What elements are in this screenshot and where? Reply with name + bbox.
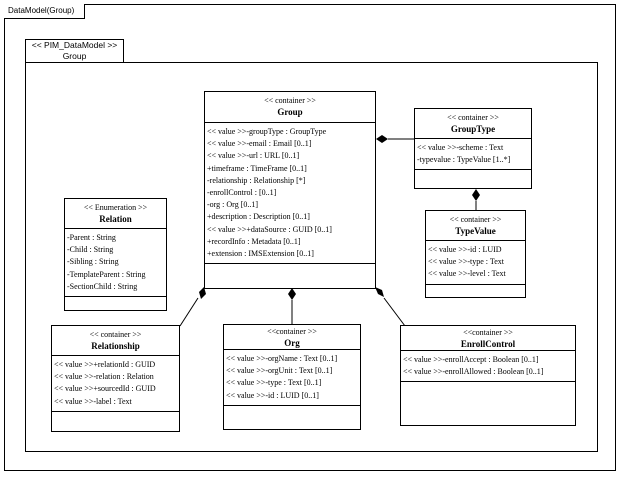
attribute: << value >>-orgUnit : Text [0..1] — [226, 366, 333, 376]
attribute: << value >>-enrollAllowed : Boolean [0..… — [403, 367, 544, 377]
attribute: << value >>-label : Text — [54, 396, 132, 406]
attribute: << value >>-type : Text — [428, 257, 504, 267]
attribute: -TemplateParent : String — [67, 269, 146, 279]
diagram-frame — [4, 4, 616, 471]
class-relationship-header: << container >> Relationship — [52, 326, 179, 356]
assoc-group-relationship — [179, 297, 199, 327]
attribute: -Child : String — [67, 245, 114, 255]
class-enrollcontrol-name: EnrollControl — [460, 339, 516, 349]
diamond-group-grouptype — [376, 135, 388, 143]
class-group-stereotype: << container >> — [264, 96, 316, 105]
attribute: +description : Description [0..1] — [207, 212, 310, 222]
class-relation-stereotype: << Enumeration >> — [83, 203, 148, 212]
attribute: -Parent : String — [67, 233, 116, 242]
class-grouptype-stereotype: << container >> — [447, 113, 499, 122]
class-relation[interactable]: << Enumeration >> Relation -Parent : Str… — [64, 198, 167, 311]
diagram-frame-title: DataModel(Group) — [4, 4, 86, 19]
class-enrollcontrol-attributes: << value >>-enrollAccept : Boolean [0..1… — [401, 351, 575, 383]
attribute: << value >>-scheme : Text — [417, 143, 504, 152]
attribute: -SectionChild : String — [67, 281, 138, 291]
class-typevalue-header: << container >> TypeValue — [426, 211, 525, 241]
class-group-attributes: << value >>-groupType : GroupType << val… — [205, 123, 375, 265]
class-grouptype-name: GroupType — [450, 124, 496, 134]
class-org-name: Org — [284, 338, 300, 348]
class-group[interactable]: << container >> Group << value >>-groupT… — [204, 91, 376, 289]
package-name: Group — [62, 51, 87, 61]
attribute: << value >>-id : LUID — [428, 245, 502, 254]
attribute: -Sibling : String — [67, 257, 119, 267]
class-relationship-name: Relationship — [91, 341, 140, 351]
attribute: << value >>-type : Text [0..1] — [226, 378, 322, 388]
class-org[interactable]: <<container >> Org << value >>-orgName :… — [223, 324, 361, 430]
package-tab[interactable]: << PIM_DataModel >> Group — [25, 39, 124, 63]
class-relationship-stereotype: << container >> — [89, 330, 142, 339]
class-relationship-attributes: << value >>+relationId : GUID << value >… — [52, 356, 179, 412]
class-enrollcontrol[interactable]: <<container >> EnrollControl << value >>… — [400, 325, 576, 426]
diamond-group-relationship — [199, 287, 206, 299]
attribute: << value >>+relationId : GUID — [54, 360, 156, 369]
diamond-group-enrollcontrol — [375, 287, 384, 297]
assoc-group-enrollcontrol — [383, 297, 406, 327]
class-relationship[interactable]: << container >> Relationship << value >>… — [51, 325, 180, 432]
attribute: << value >>-url : URL [0..1] — [207, 151, 300, 161]
class-grouptype-header: << container >> GroupType — [415, 109, 531, 139]
package-stereotype: << PIM_DataModel >> — [31, 40, 118, 50]
class-typevalue[interactable]: << container >> TypeValue << value >>-id… — [425, 210, 526, 298]
attribute: << value >>-id : LUID [0..1] — [226, 390, 319, 400]
class-org-attributes: << value >>-orgName : Text [0..1] << val… — [224, 350, 360, 406]
attribute: -enrollControl : [0..1] — [207, 188, 277, 198]
attribute: << value >>-orgName : Text [0..1] — [226, 354, 338, 363]
package-body — [25, 62, 598, 452]
diamond-group-org — [288, 288, 296, 300]
class-enrollcontrol-header: <<container >> EnrollControl — [401, 326, 575, 351]
attribute: -relationship : Relationship [*] — [207, 175, 306, 185]
class-relation-attributes: -Parent : String -Child : String -Siblin… — [65, 229, 166, 298]
attribute: << value >>-groupType : GroupType — [207, 127, 327, 136]
attribute: +recordInfo : Metadata [0..1] — [207, 236, 301, 246]
attribute: << value >>-email : Email [0..1] — [207, 139, 312, 149]
attribute: << value >>-enrollAccept : Boolean [0..1… — [403, 355, 539, 364]
class-org-stereotype: <<container >> — [267, 327, 317, 336]
diamond-grouptype-typevalue — [472, 189, 480, 201]
attribute: << value >>-level : Text — [428, 269, 506, 279]
class-typevalue-name: TypeValue — [455, 226, 496, 236]
class-relation-header: << Enumeration >> Relation — [65, 199, 166, 229]
attribute: -org : Org [0..1] — [207, 200, 259, 210]
class-org-header: <<container >> Org — [224, 325, 360, 350]
attribute: -typevalue : TypeValue [1..*] — [417, 155, 511, 165]
attribute: << value >>+sourcedId : GUID — [54, 384, 156, 394]
attribute: +timeframe : TimeFrame [0..1] — [207, 163, 307, 173]
attribute: << value >>+dataSource : GUID [0..1] — [207, 224, 332, 234]
class-group-name: Group — [277, 107, 303, 117]
class-enrollcontrol-stereotype: <<container >> — [463, 328, 513, 337]
class-group-header: << container >> Group — [205, 92, 375, 123]
class-grouptype[interactable]: << container >> GroupType << value >>-sc… — [414, 108, 532, 189]
class-grouptype-attributes: << value >>-scheme : Text -typevalue : T… — [415, 139, 531, 171]
attribute: +extension : IMSExtension [0..1] — [207, 249, 314, 259]
class-relation-name: Relation — [99, 214, 132, 224]
class-typevalue-attributes: << value >>-id : LUID << value >>-type :… — [426, 241, 525, 285]
class-typevalue-stereotype: << container >> — [449, 215, 502, 224]
attribute: << value >>-relation : Relation — [54, 372, 154, 382]
